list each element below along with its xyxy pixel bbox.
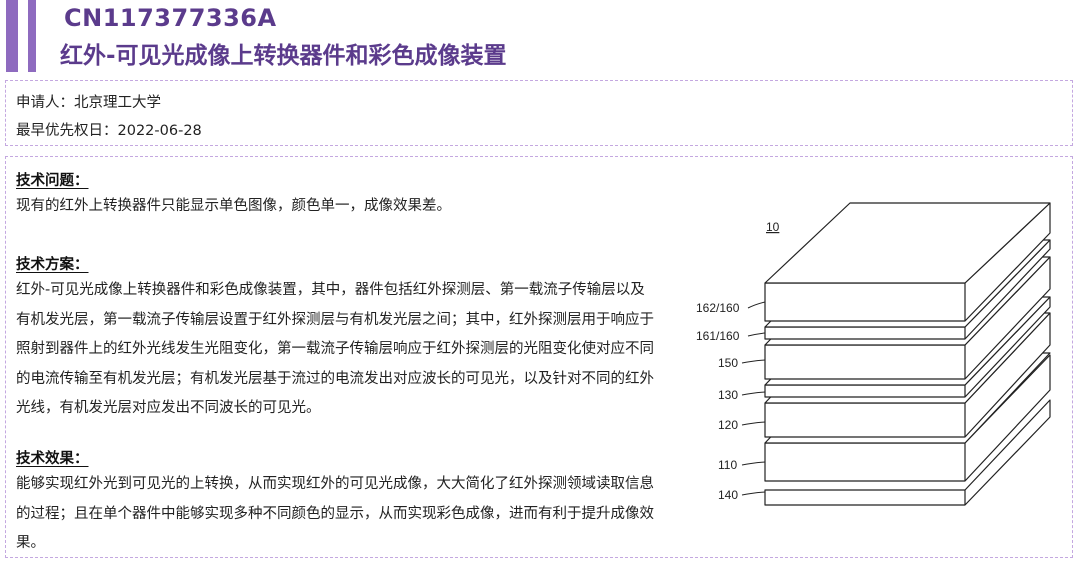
label-110: 110 [718, 458, 737, 472]
layer-stack-drawing: 10 162/160 161/160 150 130 120 110 140 [696, 202, 1051, 506]
bibliographic-box: 申请人：北京理工大学 最早优先权日：2022-06-28 [5, 80, 1073, 146]
solution-heading: 技术方案： [16, 257, 89, 273]
label-150: 150 [718, 356, 738, 370]
abstract-box: 技术问题： 现有的红外上转换器件只能显示单色图像，颜色单一，成像效果差。 技术方… [5, 156, 1073, 558]
label-161-160: 161/160 [696, 329, 740, 343]
header-accent-bars [6, 0, 46, 72]
patent-title: 红外-可见光成像上转换器件和彩色成像装置 [60, 43, 507, 69]
effect-heading: 技术效果： [16, 451, 89, 467]
label-device-10: 10 [766, 220, 780, 234]
accent-bar-wide [6, 0, 18, 72]
label-162-160: 162/160 [696, 301, 740, 315]
problem-heading: 技术问题： [16, 173, 89, 189]
applicant: 申请人：北京理工大学 [16, 95, 161, 111]
label-120: 120 [718, 418, 738, 432]
device-layer-figure: 10 162/160 161/160 150 130 120 110 140 [680, 185, 1070, 510]
effect-text: 能够实现红外光到可见光的上转换，从而实现红外的可见光成像，大大简化了红外探测领域… [16, 476, 654, 551]
accent-bar-narrow [28, 0, 36, 72]
problem-text: 现有的红外上转换器件只能显示单色图像，颜色单一，成像效果差。 [16, 198, 451, 214]
publication-number: CN117377336A [64, 4, 277, 32]
solution-text: 红外-可见光成像上转换器件和彩色成像装置，其中，器件包括红外探测层、第一载流子传… [16, 282, 654, 416]
label-130: 130 [718, 388, 738, 402]
label-140: 140 [718, 488, 738, 502]
priority-date: 最早优先权日：2022-06-28 [16, 123, 202, 139]
